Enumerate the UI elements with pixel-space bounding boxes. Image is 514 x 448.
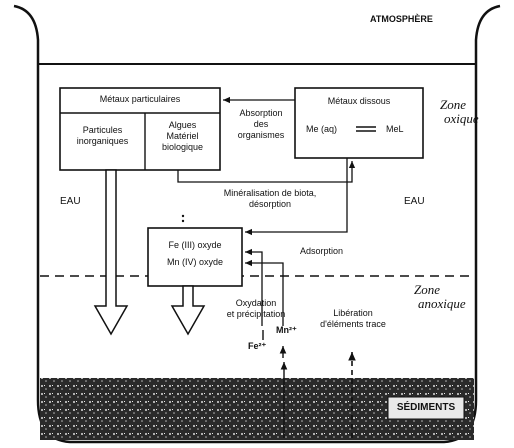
oxide-box bbox=[147, 227, 243, 287]
zone-oxic-label-1: Zone bbox=[440, 97, 466, 112]
zone-anoxic-label-1: Zone bbox=[414, 282, 440, 297]
mineralization-line2: désorption bbox=[248, 199, 292, 209]
atmosphere-label: ATMOSPHÈRE bbox=[370, 14, 433, 24]
oxidation-line1: Oxydation bbox=[235, 298, 277, 308]
mineralization-arrow bbox=[177, 161, 356, 183]
mn2-label: Mn²⁺ bbox=[276, 325, 297, 335]
absorption-line3: organismes bbox=[237, 130, 285, 140]
dot-mark bbox=[181, 214, 185, 218]
mn-oxidation-arrow bbox=[245, 259, 284, 326]
algae-line3: biologique bbox=[161, 142, 204, 152]
oxidation-line2: et précipitation bbox=[226, 309, 286, 319]
sediment-label-box bbox=[387, 396, 465, 420]
mn-oxide-label: Mn (IV) oxyde bbox=[166, 257, 224, 267]
absorption-line2: des bbox=[253, 119, 269, 129]
water-label-right: EAU bbox=[404, 196, 425, 207]
inorganic-particles-line1: Particules bbox=[82, 125, 123, 135]
dissolved-metals-box bbox=[294, 87, 424, 159]
fe2-label: Fe²⁺ bbox=[248, 341, 267, 351]
dissolved-metals-title: Métaux dissous bbox=[327, 96, 391, 106]
zone-anoxic-label-2: anoxique bbox=[418, 296, 466, 311]
equilibrium-me-aq: Me (aq) bbox=[306, 124, 338, 134]
algae-line2: Matériel bbox=[166, 131, 199, 141]
container-outline bbox=[13, 4, 501, 444]
inorganic-particles-line2: inorganiques bbox=[76, 136, 129, 146]
adsorption-label: Adsorption bbox=[300, 246, 344, 256]
mineralization-line1: Minéralisation de biota, bbox=[223, 188, 317, 198]
algae-line1: Algues bbox=[168, 120, 197, 130]
trace-release-line1: Libération bbox=[333, 308, 373, 318]
adsorption-arrow bbox=[245, 158, 348, 236]
particulate-metals-title: Métaux particulaires bbox=[99, 94, 181, 104]
equilibrium-mel: MeL bbox=[386, 124, 404, 134]
sedimentation-arrow-left bbox=[93, 169, 129, 336]
sedimentation-arrow-right bbox=[170, 285, 206, 336]
water-label-left: EAU bbox=[60, 196, 81, 207]
particulate-metals-box bbox=[59, 87, 221, 171]
trace-release-line2: d'éléments trace bbox=[320, 319, 386, 329]
fe-oxide-label: Fe (III) oxyde bbox=[168, 240, 222, 250]
absorption-line1: Absorption bbox=[239, 108, 283, 118]
zone-oxic-label-2: oxique bbox=[444, 111, 479, 126]
sediments-label: SÉDIMENTS bbox=[396, 402, 456, 413]
fe-oxidation-arrow bbox=[245, 248, 263, 326]
